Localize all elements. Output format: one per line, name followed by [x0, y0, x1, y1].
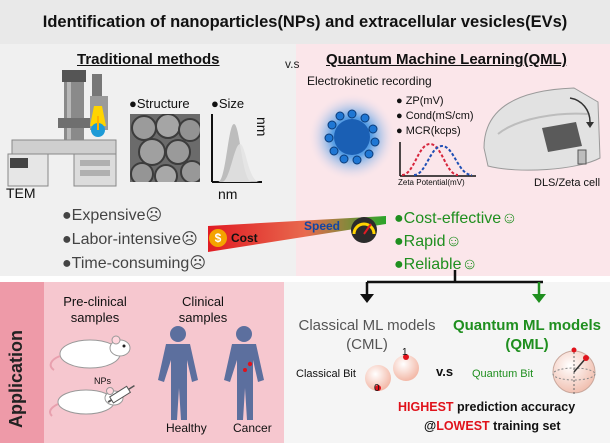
advantage-rapid: ●Rapid☺ — [394, 233, 462, 251]
zeta-potential-curves — [399, 142, 476, 177]
at-sign: @ — [424, 419, 437, 433]
bit-one-label: 1 — [402, 347, 408, 358]
cml-heading: Classical ML models (CML) — [286, 316, 448, 354]
lowest-word: LOWEST — [436, 419, 490, 433]
syringe-icon — [107, 384, 135, 404]
size-distribution-plot — [211, 114, 262, 183]
nps-label: NPs — [94, 376, 112, 386]
drawback-time: ●Time-consuming☹ — [62, 253, 206, 273]
healthy-label: Healthy — [166, 421, 207, 435]
dls-instrument-icon — [483, 87, 601, 171]
training-text: training set — [493, 419, 561, 433]
advantage-reliable-text: ●Reliable☺ — [394, 256, 478, 273]
y-axis-nm-text: nm — [254, 117, 270, 137]
accuracy-text: prediction accuracy — [457, 400, 576, 414]
y-axis-nm-label: nm — [248, 117, 274, 177]
qml-models-heading-line2: (QML) — [505, 336, 549, 353]
classical-bit-icon — [365, 354, 419, 391]
size-label: ●Size — [211, 96, 245, 111]
dollar-coin-icon: $ — [209, 229, 227, 247]
drawback-time-text: ●Time-consuming☹ — [62, 255, 207, 272]
application-label-box: Application — [6, 310, 40, 430]
advantage-rapid-text: ●Rapid☺ — [394, 233, 462, 250]
human-figures-icon — [158, 326, 264, 420]
nanoparticle-micrograph — [130, 114, 200, 182]
speed-label: Speed — [304, 219, 341, 233]
tem-microscope-icon — [7, 70, 117, 187]
vs-label-bottom: v.s — [436, 364, 454, 379]
cost-label: Cost — [231, 231, 258, 245]
x-axis-nm-label: nm — [218, 186, 238, 202]
preclinical-label: Pre-clinical samples — [63, 294, 127, 325]
qml-models-heading-line1: Quantum ML models — [452, 317, 602, 334]
drawback-expensive: ●Expensive☹ — [62, 205, 162, 225]
highest-word: HIGHEST — [398, 400, 454, 414]
vs-label-top: v.s — [285, 57, 300, 71]
electrokinetic-label: Electrokinetic recording — [307, 74, 432, 88]
advantage-cost: ●Cost-effective☺ — [394, 210, 518, 228]
training-line: @LOWEST training set — [424, 419, 561, 433]
cond-measure: ● Cond(mS/cm) — [396, 110, 474, 122]
drawback-labor: ●Labor-intensive☹ — [62, 229, 198, 249]
advantage-cost-text: ●Cost-effective☺ — [394, 210, 518, 227]
nanoparticle-glow-icon — [308, 93, 396, 181]
cancer-label: Cancer — [233, 421, 272, 435]
drawback-expensive-text: ●Expensive☹ — [62, 207, 163, 224]
dls-label: DLS/Zeta cell — [534, 177, 601, 189]
traditional-methods-heading: Traditional methods — [77, 51, 220, 68]
application-tab — [0, 282, 44, 443]
classical-bit-label: Classical Bit — [296, 368, 356, 380]
accuracy-line: HIGHEST prediction accuracy — [398, 400, 575, 414]
tem-label: TEM — [6, 185, 36, 201]
clinical-label: Clinical samples — [178, 294, 228, 325]
quantum-bit-label: Quantum Bit — [472, 368, 534, 380]
cml-heading-line1: Classical ML models — [298, 317, 436, 334]
mcr-measure: ● MCR(kcps) — [396, 125, 461, 137]
page-title: Identification of nanoparticles(NPs) and… — [0, 0, 610, 44]
cml-heading-line2: (CML) — [346, 336, 388, 353]
application-label: Application — [6, 330, 26, 428]
cost-speed-wedge — [208, 216, 386, 252]
bloch-sphere-icon — [552, 347, 596, 396]
structure-label: ●Structure — [129, 96, 190, 111]
qml-heading: Quantum Machine Learning(QML) — [326, 51, 567, 68]
branch-arrows — [360, 270, 546, 303]
qml-models-heading: Quantum ML models (QML) — [446, 316, 608, 354]
application-panel — [0, 282, 284, 443]
zp-measure: ● ZP(mV) — [396, 95, 444, 107]
mouse-icon — [49, 335, 131, 371]
bit-zero-label: 0 — [374, 383, 380, 394]
zeta-axis-label: Zeta Potential(mV) — [398, 178, 465, 187]
drawback-labor-text: ●Labor-intensive☹ — [62, 231, 198, 248]
advantage-reliable: ●Reliable☺ — [394, 256, 478, 274]
